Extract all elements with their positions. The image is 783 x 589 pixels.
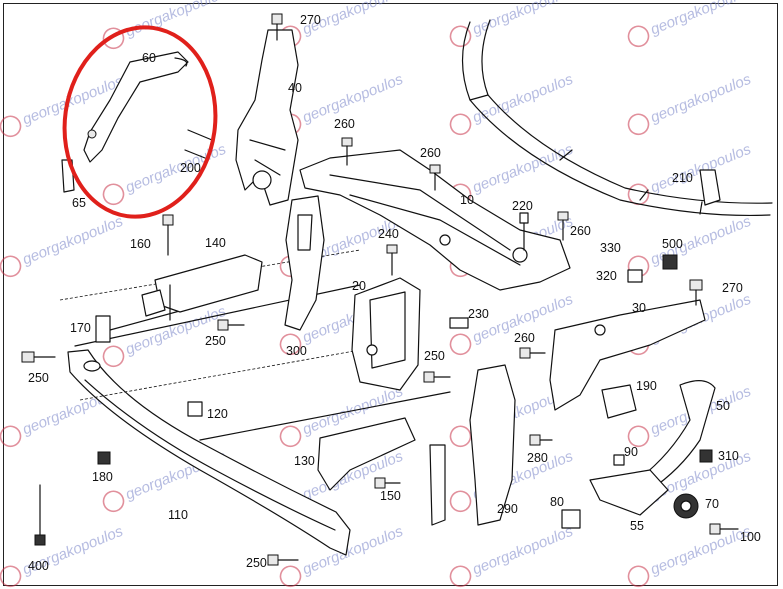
- label-60: 60: [142, 51, 156, 65]
- part-30-bracket: [549, 299, 706, 411]
- label-150: 150: [380, 489, 401, 503]
- watermark-logo: georgakopoulos: [627, 213, 754, 278]
- label-260: 260: [420, 146, 441, 160]
- label-250: 250: [424, 349, 445, 363]
- label-300: 300: [286, 344, 307, 358]
- label-100: 100: [740, 530, 761, 544]
- part-50-arm: [639, 380, 716, 491]
- label-290: 290: [497, 502, 518, 516]
- highlight-circle: [62, 25, 218, 219]
- diagram-frame: [3, 3, 778, 586]
- label-220: 220: [512, 199, 533, 213]
- label-240: 240: [378, 227, 399, 241]
- watermark-logo: georgakopoulos: [0, 213, 126, 278]
- part-40-bracket: [235, 29, 299, 206]
- label-330: 330: [600, 241, 621, 255]
- svg-text:georgakopoulos: georgakopoulos: [648, 0, 754, 38]
- svg-text:georgakopoulos: georgakopoulos: [648, 141, 754, 197]
- part-80-bushing: [561, 509, 581, 529]
- watermark-logo: georgakopoulos: [102, 0, 229, 50]
- fasteners: [21, 13, 739, 566]
- label-260: 260: [334, 117, 355, 131]
- part-300-bracket: [284, 195, 325, 331]
- label-180: 180: [92, 470, 113, 484]
- svg-text:georgakopoulos: georgakopoulos: [648, 71, 754, 127]
- part-20-bracket: [351, 277, 421, 391]
- part-190-block: [601, 384, 637, 419]
- label-65: 65: [72, 196, 86, 210]
- label-30: 30: [632, 301, 646, 315]
- part-140-bracket: [154, 254, 263, 313]
- watermark-logo: georgakopoulos: [627, 71, 754, 136]
- label-140: 140: [205, 236, 226, 250]
- label-280: 280: [527, 451, 548, 465]
- label-160: 160: [130, 237, 151, 251]
- label-80: 80: [550, 495, 564, 509]
- label-270: 270: [722, 281, 743, 295]
- part-55-arm: [589, 469, 669, 516]
- label-110: 110: [168, 508, 188, 522]
- label-50: 50: [716, 399, 730, 413]
- label-400: 400: [28, 559, 49, 573]
- label-310: 310: [718, 449, 739, 463]
- watermark-logo: georgakopoulos: [449, 0, 576, 48]
- label-230: 230: [468, 307, 489, 321]
- watermark-logo: georgakopoulos: [449, 71, 576, 136]
- part-210-upper-arch: [461, 21, 771, 217]
- watermark-logo: georgakopoulos: [0, 523, 126, 588]
- label-210: 210: [672, 171, 693, 185]
- part-labels: 270 60 40 260 260 200 65 210 10 220 260 …: [28, 13, 761, 573]
- label-130: 130: [294, 454, 315, 468]
- label-260: 260: [570, 224, 591, 238]
- svg-text:georgakopoulos: georgakopoulos: [470, 523, 576, 579]
- label-55: 55: [630, 519, 644, 533]
- svg-text:georgakopoulos: georgakopoulos: [648, 523, 754, 579]
- watermark-logo: georgakopoulos: [627, 0, 754, 48]
- part-60-strut: [83, 51, 189, 163]
- label-90: 90: [624, 445, 638, 459]
- label-320: 320: [596, 269, 617, 283]
- label-270: 270: [300, 13, 321, 27]
- label-10: 10: [460, 193, 474, 207]
- label-250: 250: [246, 556, 267, 570]
- label-190: 190: [636, 379, 657, 393]
- label-200: 200: [180, 161, 201, 175]
- watermark-logo: georgakopoulos: [449, 523, 576, 588]
- label-500: 500: [662, 237, 683, 251]
- label-260: 260: [514, 331, 535, 345]
- watermark-logo: georgakopoulos: [627, 523, 754, 588]
- label-40: 40: [288, 81, 302, 95]
- label-170: 170: [70, 321, 91, 335]
- watermark-logo: georgakopoulos: [279, 0, 406, 48]
- label-250: 250: [28, 371, 49, 385]
- part-290-bracket: [469, 364, 516, 526]
- label-70: 70: [705, 497, 719, 511]
- svg-text:georgakopoulos: georgakopoulos: [123, 141, 229, 197]
- part-130-bracket: [317, 417, 416, 491]
- label-20: 20: [352, 279, 366, 293]
- label-250: 250: [205, 334, 226, 348]
- svg-text:georgakopoulos: georgakopoulos: [20, 213, 126, 269]
- label-120: 120: [207, 407, 228, 421]
